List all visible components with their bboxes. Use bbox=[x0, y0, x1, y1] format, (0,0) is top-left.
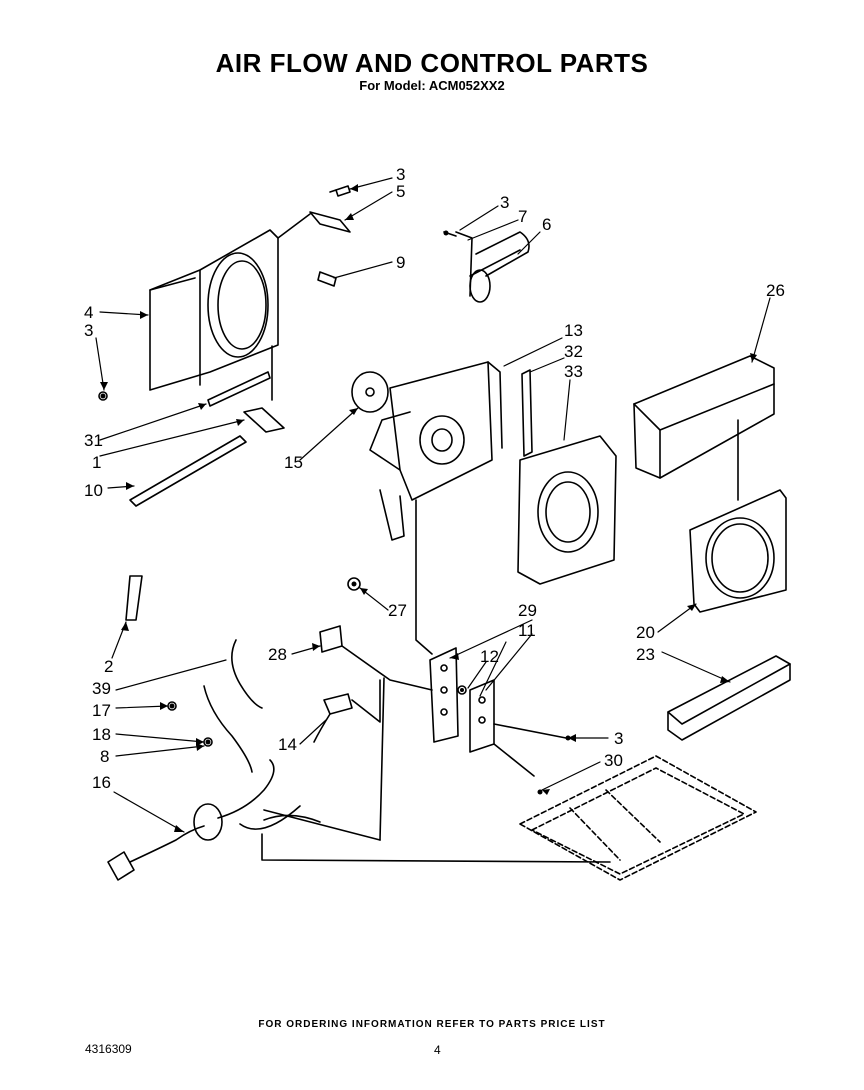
callout-label: 33 bbox=[564, 362, 583, 381]
callout-label: 20 bbox=[636, 623, 655, 642]
callout-label: 14 bbox=[278, 735, 297, 754]
callout-label: 17 bbox=[92, 701, 111, 720]
assembly-lines bbox=[261, 213, 611, 863]
channel-23-part bbox=[667, 655, 791, 741]
page-number: 4 bbox=[434, 1043, 441, 1057]
callout-label: 16 bbox=[92, 773, 111, 792]
callout-label: 3 bbox=[396, 165, 405, 184]
motor-mount-part bbox=[369, 361, 503, 541]
callout-label: 11 bbox=[518, 621, 536, 640]
power-cord-part bbox=[107, 759, 321, 881]
screw-left-part bbox=[98, 391, 108, 401]
callout-label: 8 bbox=[100, 747, 109, 766]
callout-label: 32 bbox=[564, 342, 583, 361]
callout-label: 7 bbox=[518, 207, 527, 226]
strip-10-part bbox=[129, 435, 247, 507]
wire-harness-part bbox=[167, 639, 263, 773]
bracket-1-part bbox=[243, 407, 285, 433]
document-number: 4316309 bbox=[85, 1042, 132, 1056]
thermostat-part bbox=[313, 693, 353, 743]
strip-31-part bbox=[207, 371, 271, 407]
base-tray-part bbox=[519, 755, 757, 881]
page-title: AIR FLOW AND CONTROL PARTS bbox=[215, 48, 649, 78]
nut-part bbox=[347, 577, 361, 591]
capacitor-part bbox=[443, 231, 530, 303]
rear-panel-part bbox=[689, 489, 787, 613]
ordering-note: FOR ORDERING INFORMATION REFER TO PARTS … bbox=[258, 1019, 606, 1030]
callout-label: 1 bbox=[92, 453, 101, 472]
callout-label: 26 bbox=[766, 281, 785, 300]
callout-label: 10 bbox=[84, 481, 103, 500]
model-subtitle: For Model: ACM052XX2 bbox=[359, 78, 505, 93]
clip-9-part bbox=[317, 271, 337, 287]
blower-housing-part bbox=[517, 435, 617, 585]
callout-label: 15 bbox=[284, 453, 303, 472]
hose-part bbox=[125, 575, 143, 621]
callout-label: 9 bbox=[396, 253, 405, 272]
callout-label: 23 bbox=[636, 645, 655, 664]
callout-label: 6 bbox=[542, 215, 551, 234]
callout-label: 4 bbox=[84, 303, 93, 322]
callout-label: 3 bbox=[84, 321, 93, 340]
bracket-5-part bbox=[309, 211, 351, 233]
callout-label: 29 bbox=[518, 601, 537, 620]
strip-32-part bbox=[521, 369, 533, 457]
callout-label: 3 bbox=[614, 729, 623, 748]
callout-label: 12 bbox=[480, 647, 499, 666]
fan-wheel-part bbox=[351, 371, 389, 413]
callout-label: 31 bbox=[84, 431, 103, 450]
callout-label: 30 bbox=[604, 751, 623, 770]
callout-labels: 3 5 3 7 6 9 4 3 26 13 32 33 31 1 15 10 2… bbox=[84, 165, 785, 792]
duct-part bbox=[633, 355, 775, 479]
callout-label: 27 bbox=[388, 601, 407, 620]
front-panel-part bbox=[149, 229, 279, 391]
callout-label: 39 bbox=[92, 679, 111, 698]
screw-part bbox=[329, 185, 351, 197]
switch-part bbox=[319, 625, 343, 653]
callout-label: 28 bbox=[268, 645, 287, 664]
callout-label: 2 bbox=[104, 657, 113, 676]
callout-label: 5 bbox=[396, 182, 405, 201]
callout-label: 18 bbox=[92, 725, 111, 744]
callout-label: 3 bbox=[500, 193, 509, 212]
callout-label: 13 bbox=[564, 321, 583, 340]
